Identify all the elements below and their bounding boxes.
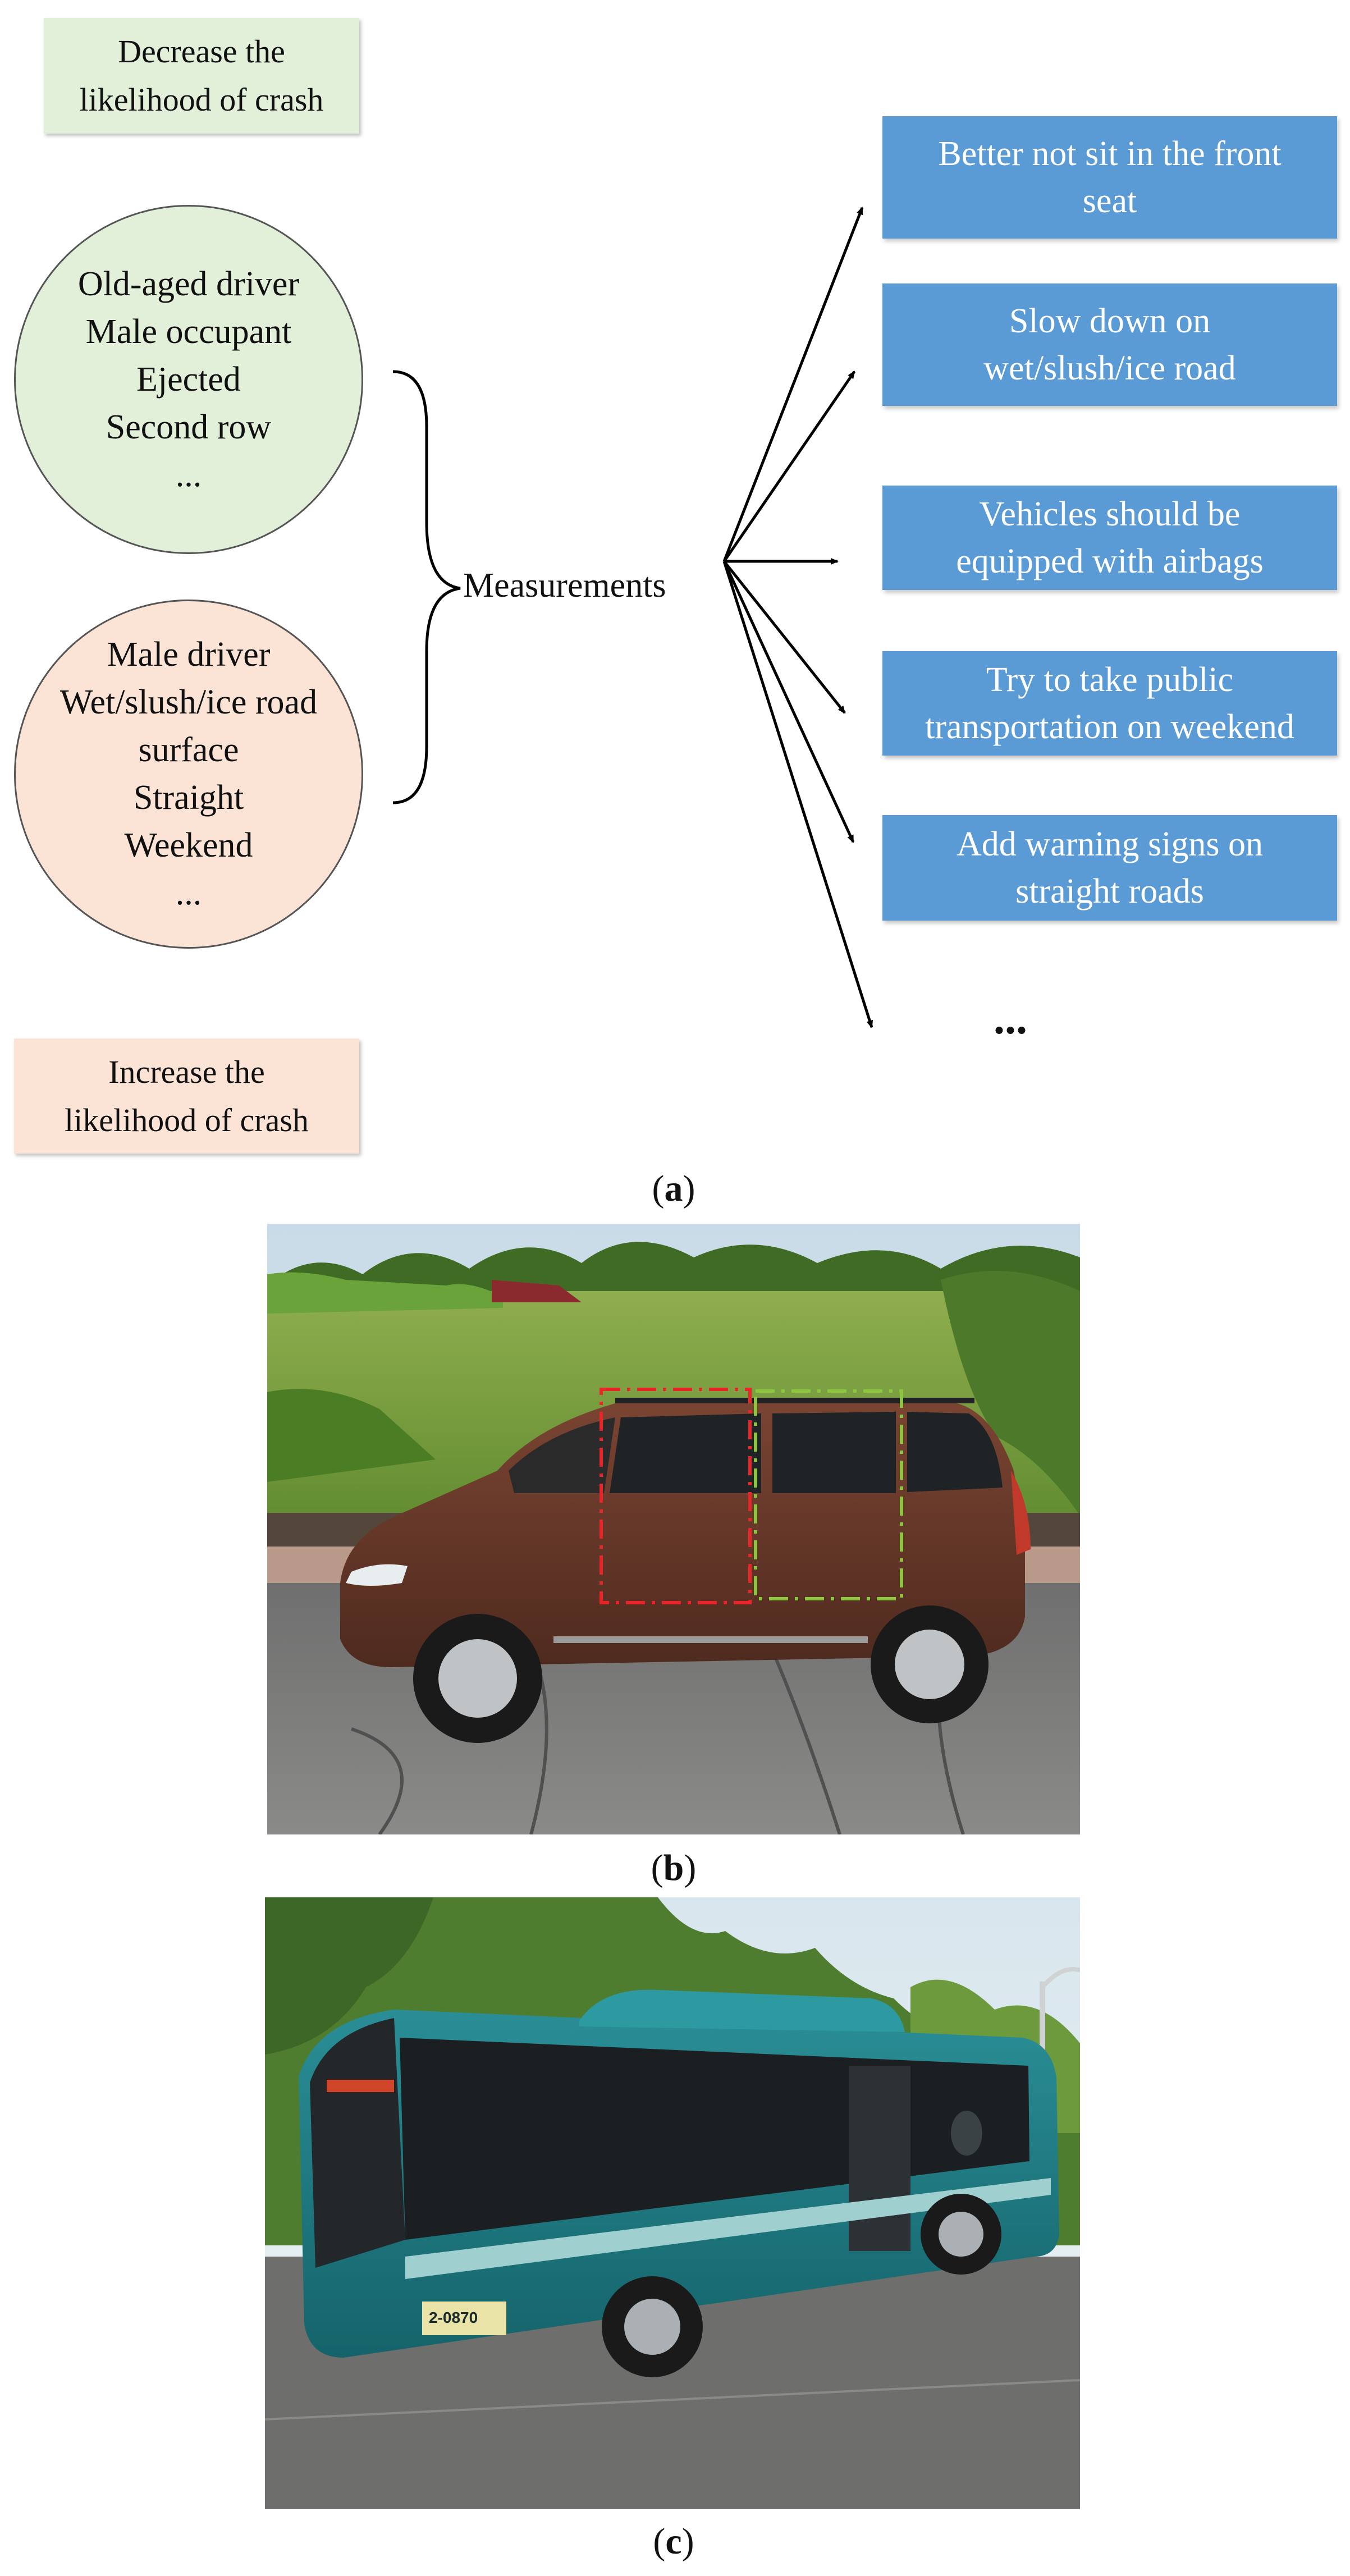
arrow-2 xyxy=(722,370,856,562)
legend-decrease: Decrease the likelihood of crash xyxy=(44,18,359,134)
caption-b: (b) xyxy=(651,1847,697,1888)
factor-item: Male occupant xyxy=(85,312,292,351)
factor-item: Straight xyxy=(133,779,244,817)
legend-increase-line-1: Increase the xyxy=(108,1053,265,1090)
factor-item: ... xyxy=(175,874,202,912)
more-measures-ellipsis: ... xyxy=(994,994,1027,1044)
legend-increase-line-2: likelihood of crash xyxy=(65,1101,309,1138)
factor-item: surface xyxy=(138,731,239,769)
second-row-marker xyxy=(754,1389,903,1600)
minivan-photo xyxy=(267,1224,1080,1834)
center-label: Measurements xyxy=(463,566,666,605)
legend-increase: Increase the likelihood of crash xyxy=(14,1038,359,1154)
bus-plate-text: 2-0870 xyxy=(429,2309,478,2326)
factor-item: ... xyxy=(175,455,202,494)
factor-item: Wet/slush/ice road xyxy=(60,683,318,721)
factor-item: Weekend xyxy=(124,826,253,864)
caption-c: (c) xyxy=(653,2521,694,2562)
front-seat-marker xyxy=(600,1388,752,1604)
factor-item: Second row xyxy=(106,408,272,446)
legend-decrease-line-1: Decrease the xyxy=(118,33,285,70)
arrow-5 xyxy=(722,560,855,843)
arrow-1 xyxy=(722,207,864,562)
factor-item: Ejected xyxy=(136,360,241,399)
factor-circle-decrease: Old-aged driver Male occupant Ejected Se… xyxy=(14,205,363,554)
connector-graphic xyxy=(392,207,873,1028)
arrow-6 xyxy=(722,561,873,1028)
factor-item: Male driver xyxy=(107,635,271,674)
legend-decrease-line-2: likelihood of crash xyxy=(79,81,324,118)
factor-item: Old-aged driver xyxy=(77,264,300,303)
factor-circle-increase: Male driver Wet/slush/ice road surface S… xyxy=(14,600,363,949)
bus-photo: 2-0870 xyxy=(265,1897,1080,2509)
curly-brace xyxy=(392,370,461,804)
caption-a: (a) xyxy=(652,1168,695,1209)
arrow-4 xyxy=(723,560,846,714)
